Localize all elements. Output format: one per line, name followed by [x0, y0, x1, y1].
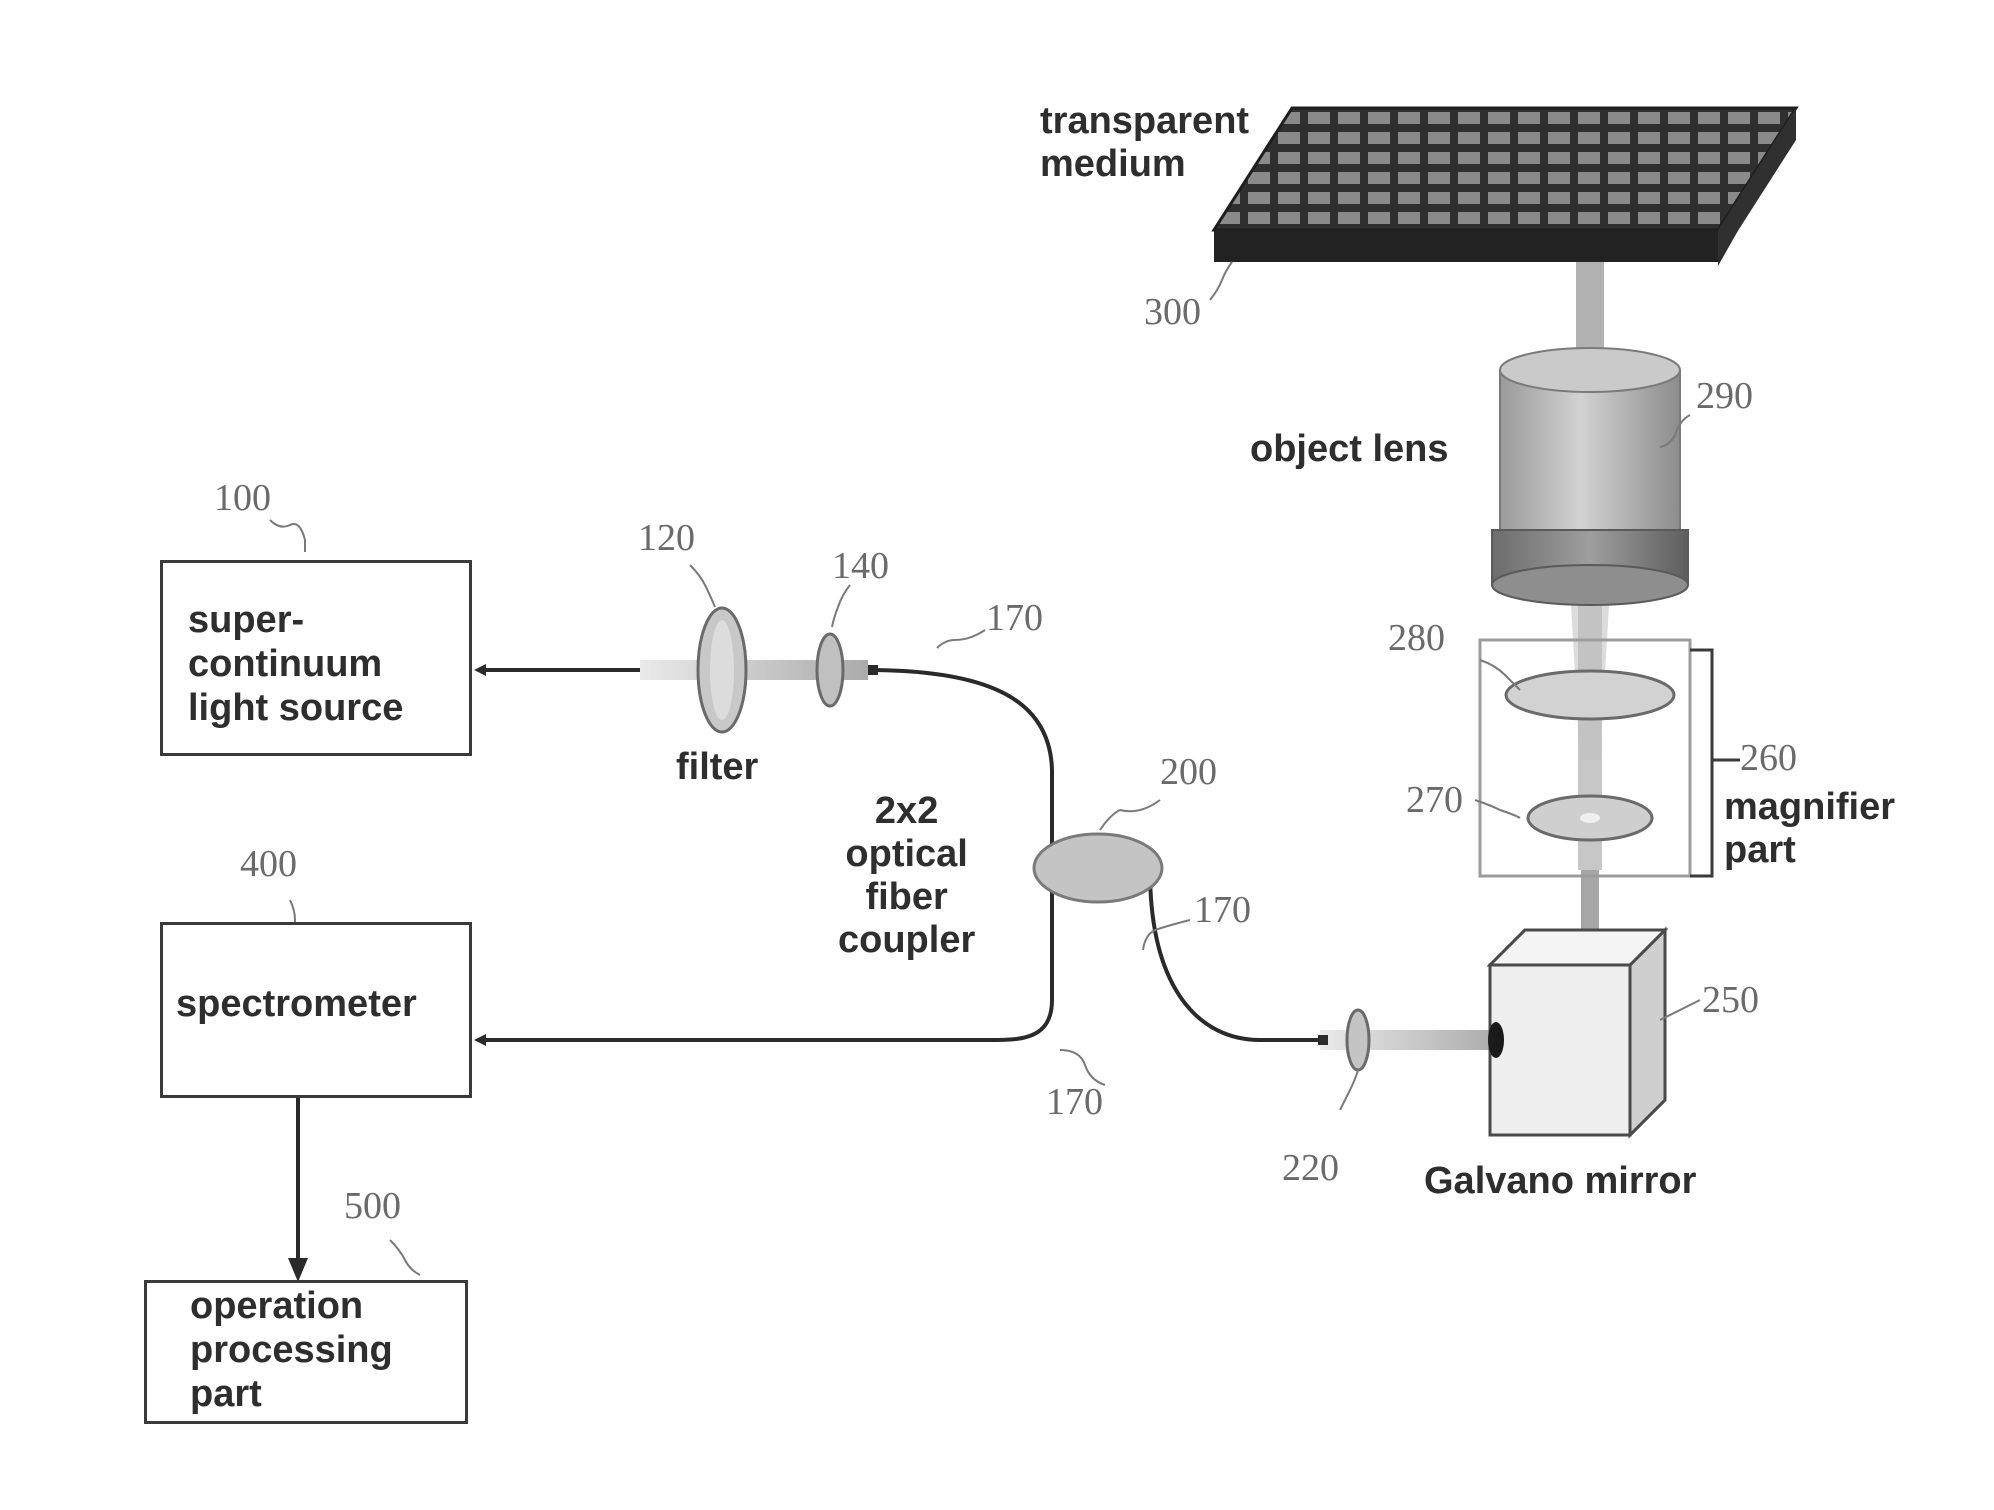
leader-170-mid [1143, 920, 1190, 950]
leader-270 [1475, 800, 1520, 818]
operation-part-label: operation processing part [190, 1284, 393, 1416]
ref-120: 120 [638, 518, 695, 558]
ref-250: 250 [1702, 980, 1759, 1020]
filter-label: filter [676, 746, 758, 789]
leader-170-top [937, 630, 985, 648]
ref-200: 200 [1160, 752, 1217, 792]
ref-270: 270 [1406, 780, 1463, 820]
lens-220-icon [1347, 1010, 1369, 1070]
galvano-mirror-icon [1488, 930, 1665, 1135]
reference-leaders [270, 262, 1700, 1275]
fiber-connector-220-icon [1318, 1035, 1328, 1045]
ref-100: 100 [214, 478, 271, 518]
magnifier-bracket-icon [1690, 650, 1712, 876]
object-lens-icon [1492, 348, 1688, 605]
leader-120 [690, 565, 715, 607]
lens-120-icon [698, 608, 746, 732]
ref-170-top: 170 [986, 598, 1043, 638]
object-lens-label: object lens [1250, 428, 1449, 471]
ref-290: 290 [1696, 376, 1753, 416]
leader-500 [390, 1240, 420, 1275]
light-beams [640, 260, 1610, 1050]
transparent-medium-icon [1214, 108, 1796, 266]
down-arrow-icon [288, 1258, 308, 1282]
ref-260: 260 [1740, 738, 1797, 778]
ref-300: 300 [1144, 292, 1201, 332]
ref-170-bottom: 170 [1046, 1082, 1103, 1122]
ref-400: 400 [240, 844, 297, 884]
ref-280: 280 [1388, 618, 1445, 658]
lens-140-icon [817, 634, 843, 706]
galvano-mirror-label: Galvano mirror [1424, 1160, 1696, 1203]
ref-170-mid: 170 [1194, 890, 1251, 930]
magnifier-part-label: magnifier part [1724, 786, 1895, 872]
leader-220 [1340, 1070, 1358, 1110]
leader-100 [270, 520, 305, 552]
leader-140 [832, 585, 850, 627]
spectrometer-label: spectrometer [176, 982, 417, 1026]
lens-270-icon [1528, 796, 1652, 840]
ref-500: 500 [344, 1186, 401, 1226]
leader-300 [1210, 262, 1232, 300]
leader-200 [1100, 800, 1160, 830]
lens-280-icon [1506, 671, 1674, 719]
leader-170-bottom [1060, 1050, 1105, 1085]
transparent-medium-label: transparent medium [1040, 100, 1249, 186]
light-source-label: super- continuum light source [188, 598, 403, 730]
fiber-connector-icon [868, 665, 878, 675]
ref-220: 220 [1282, 1148, 1339, 1188]
coupler-icon [1034, 834, 1162, 902]
source-arrow-icon [474, 664, 486, 676]
spectrometer-arrow-icon [474, 1034, 486, 1046]
coupler-label: 2x2 optical fiber coupler [838, 790, 975, 962]
ref-140: 140 [832, 546, 889, 586]
